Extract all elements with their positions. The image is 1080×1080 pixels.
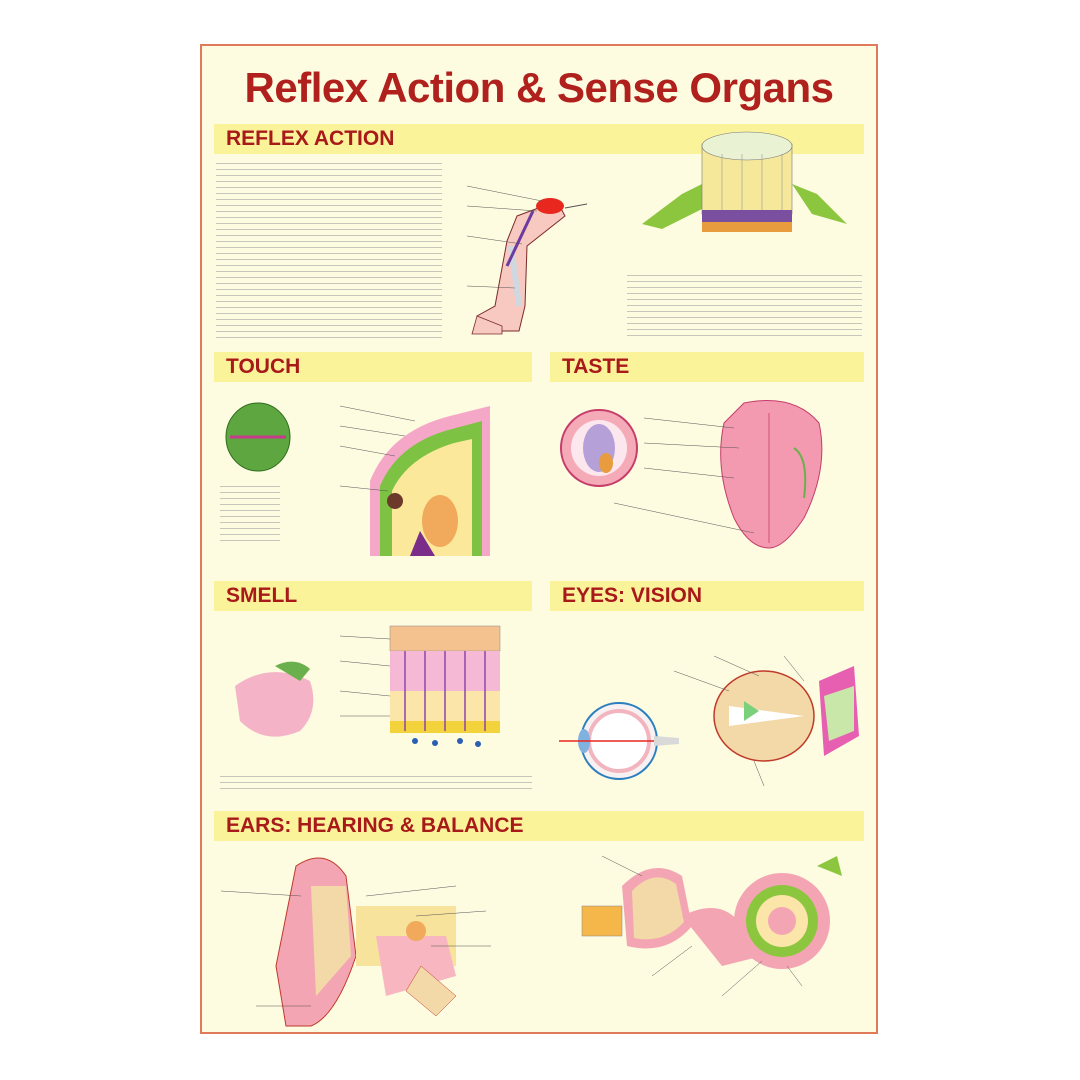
section-header-smell: SMELL bbox=[214, 581, 532, 611]
section-title-touch: TOUCH bbox=[226, 355, 301, 378]
section-header-taste: TASTE bbox=[550, 352, 864, 382]
section-title-reflex: REFLEX ACTION bbox=[226, 127, 395, 150]
ear-anatomy-diagram bbox=[216, 846, 516, 1031]
section-title-eyes: EYES: VISION bbox=[562, 584, 703, 607]
touch-skin-diagram bbox=[220, 391, 520, 566]
section-title-smell: SMELL bbox=[226, 584, 298, 607]
eyes-vision-diagram bbox=[554, 616, 864, 801]
section-header-eyes: EYES: VISION bbox=[550, 581, 864, 611]
poster-title: Reflex Action & Sense Organs bbox=[244, 64, 834, 111]
section-header-touch: TOUCH bbox=[214, 352, 532, 382]
section-title-taste: TASTE bbox=[562, 355, 630, 378]
spinal-cord-diagram bbox=[642, 124, 862, 264]
touch-notes-block bbox=[220, 486, 280, 541]
reflex-leg-diagram bbox=[447, 156, 617, 341]
smell-notes-block bbox=[220, 771, 532, 789]
section-header-ears: EARS: HEARING & BALANCE bbox=[214, 811, 864, 841]
reflex-text-block bbox=[216, 160, 442, 338]
smell-olfactory-diagram bbox=[220, 621, 530, 761]
taste-tongue-diagram bbox=[554, 388, 854, 558]
reflex-notes-block bbox=[627, 274, 862, 336]
section-title-ears: EARS: HEARING & BALANCE bbox=[226, 814, 524, 837]
inner-ear-diagram bbox=[572, 846, 862, 1031]
poster: Reflex Action & Sense Organs REFLEX ACTI… bbox=[200, 44, 878, 1034]
